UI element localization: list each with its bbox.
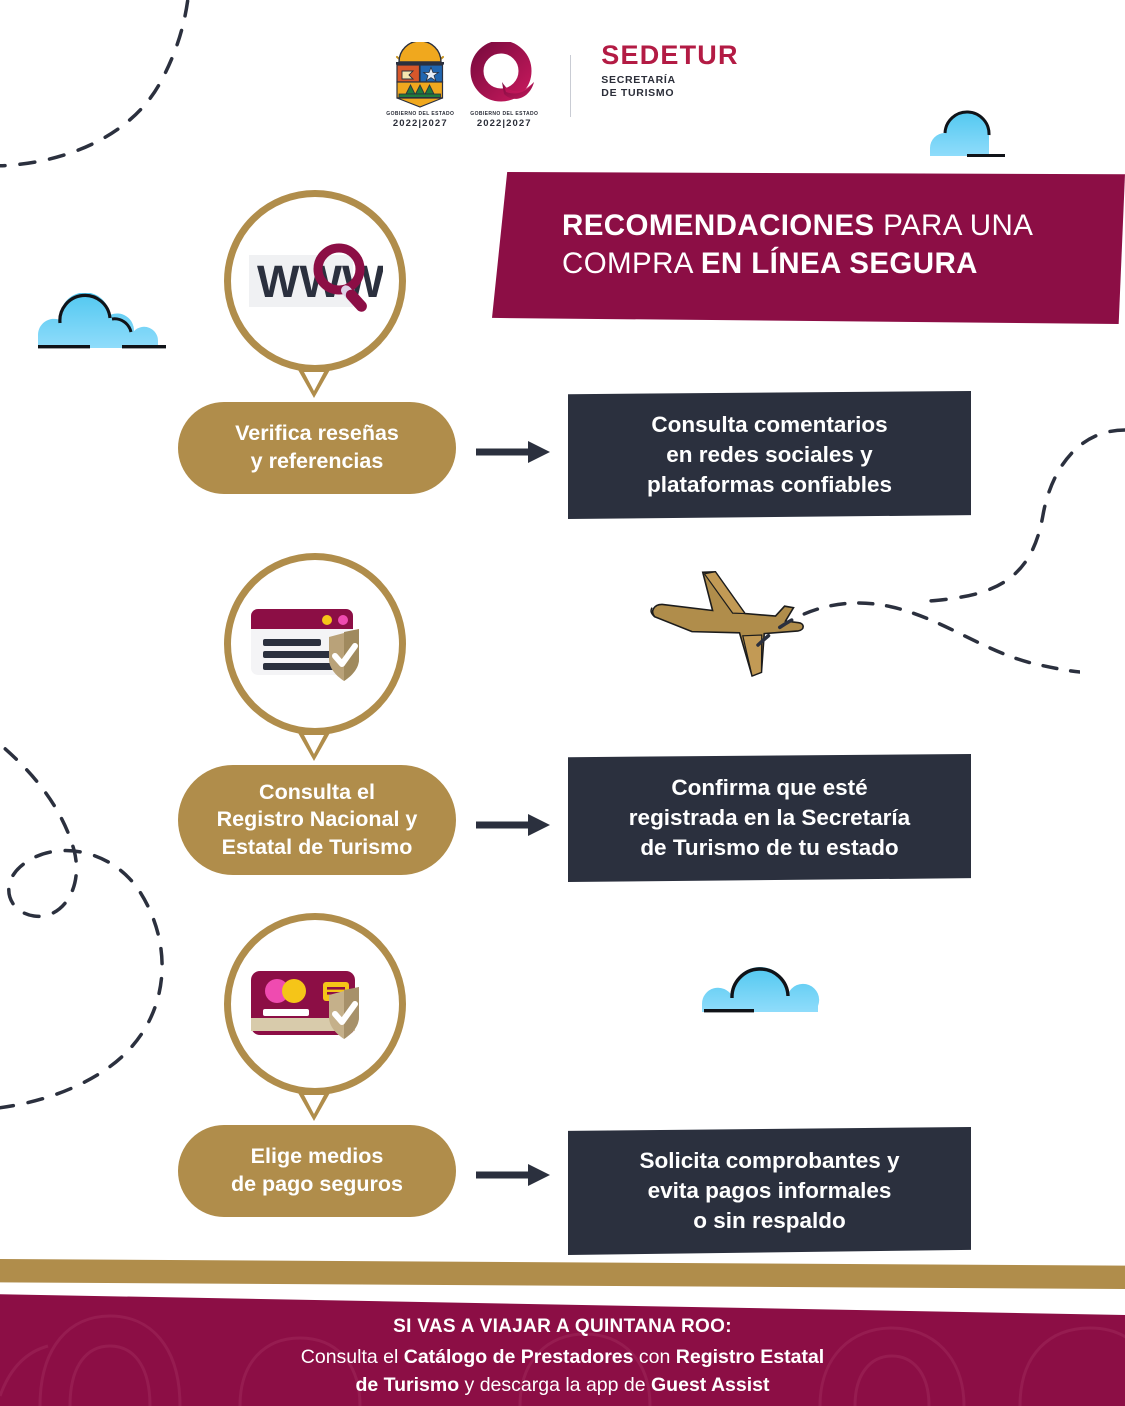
step-3-pill-text: Elige medios de pago seguros bbox=[230, 1144, 404, 1196]
q-caption-small: GOBIERNO DEL ESTADO bbox=[470, 111, 539, 117]
logo-divider bbox=[570, 54, 572, 117]
quintana-roo-state-shield-icon bbox=[396, 42, 445, 108]
step-1-detail-box: Consulta comentarios en redes sociales y… bbox=[568, 391, 971, 519]
q-logo: GOBIERNO DEL ESTADO 2022|2027 bbox=[468, 42, 540, 129]
airplane-with-trail bbox=[650, 570, 1080, 677]
shield-check-icon bbox=[329, 629, 359, 681]
shield-check-icon bbox=[329, 987, 359, 1039]
footer-heading: SI VAS A VIAJAR A QUINTANA ROO: bbox=[393, 1316, 732, 1337]
step-1-pill-label[interactable]: Verifica reseñas y referencias bbox=[178, 402, 456, 494]
quintana-roo-q-logo-icon bbox=[470, 42, 535, 102]
q-years-caption: GOBIERNO DEL ESTADO 2022|2027 bbox=[470, 111, 538, 129]
title-text: RECOMENDACIONES PARA UNA COMPRA EN LÍNEA… bbox=[492, 207, 1033, 290]
footer-line2-b: Catálogo de Prestadores bbox=[403, 1345, 634, 1368]
step-2-icon-bubble bbox=[224, 553, 406, 735]
step-1-icon-bubble: WWW bbox=[224, 190, 406, 372]
step-2-pill-text: Consulta el Registro Nacional y Estatal … bbox=[216, 779, 418, 859]
step-3-detail-text: Solicita comprobantes y evita pagos info… bbox=[639, 1148, 900, 1233]
logo-block: GOBIERNO DEL ESTADO 2022|2027 bbox=[386, 42, 738, 130]
footer-body bbox=[0, 1294, 1125, 1406]
footer-line2-d: Registro Estatal bbox=[675, 1345, 825, 1368]
shield-caption-years: 2022|2027 bbox=[392, 118, 448, 129]
www-search-icon: WWW bbox=[249, 243, 383, 312]
step-2-bubble-tail bbox=[297, 731, 331, 761]
step-1-pill-text: Verifica reseñas y referencias bbox=[235, 421, 399, 473]
arrow-right-icon bbox=[476, 441, 550, 463]
title-line2-light: COMPRA bbox=[562, 247, 701, 280]
brand-name: SEDETUR bbox=[601, 40, 739, 70]
registered-document-shield-icon bbox=[251, 609, 359, 681]
brand-subtitle-line2: DE TURISMO bbox=[601, 87, 675, 100]
arrow-right-icon bbox=[476, 814, 550, 836]
step-1-detail-text: Consulta comentarios en redes sociales y… bbox=[646, 412, 893, 497]
step-1-bubble-tail bbox=[297, 368, 331, 398]
shield-years-caption: GOBIERNO DEL ESTADO 2022|2027 bbox=[386, 111, 454, 129]
step-2-pill-label[interactable]: Consulta el Registro Nacional y Estatal … bbox=[178, 765, 456, 875]
footer-line2-c: con bbox=[633, 1345, 676, 1368]
step-2-detail-text: Confirma que esté registrada en la Secre… bbox=[628, 775, 911, 860]
header: GOBIERNO DEL ESTADO 2022|2027 bbox=[0, 42, 1125, 130]
cloud-top-right-icon bbox=[930, 110, 1005, 157]
dashed-trail-icon bbox=[756, 601, 1080, 674]
title-banner: RECOMENDACIONES PARA UNA COMPRA EN LÍNEA… bbox=[492, 172, 1125, 324]
footer-line3-c: Guest Assist bbox=[651, 1373, 770, 1396]
title-line2-bold: EN LÍNEA SEGURA bbox=[700, 247, 978, 280]
footer: SI VAS A VIAJAR A QUINTANA ROO: Consulta… bbox=[0, 1259, 1125, 1406]
footer-pattern-decor bbox=[0, 1314, 1125, 1406]
footer-line3-b: y descarga la app de bbox=[459, 1373, 652, 1396]
title-line1-light: PARA UNA bbox=[874, 208, 1034, 242]
airplane-icon bbox=[650, 570, 804, 677]
footer-line2-a: Consulta el bbox=[300, 1345, 404, 1368]
brand-subtitle: SECRETARÍA DE TURISMO bbox=[601, 74, 738, 100]
step-3-bubble-tail bbox=[297, 1091, 331, 1121]
step-3-pill-label[interactable]: Elige medios de pago seguros bbox=[178, 1125, 456, 1217]
cloud-middle-icon bbox=[701, 966, 820, 1013]
state-shield-logo: GOBIERNO DEL ESTADO 2022|2027 bbox=[386, 42, 454, 129]
title-line1-bold: RECOMENDACIONES bbox=[562, 208, 875, 242]
dashed-loop-left-icon bbox=[0, 742, 164, 1110]
footer-line3-a: de Turismo bbox=[355, 1373, 460, 1396]
arrow-right-icon bbox=[476, 1164, 550, 1186]
shield-caption-small: GOBIERNO DEL ESTADO bbox=[386, 111, 455, 117]
brand-subtitle-line1: SECRETARÍA bbox=[601, 74, 676, 86]
footer-gold-band bbox=[0, 1259, 1125, 1289]
credit-card-shield-icon bbox=[251, 971, 359, 1039]
cloud-left-icon bbox=[37, 293, 166, 349]
footer-text: SI VAS A VIAJAR A QUINTANA ROO: Consulta… bbox=[0, 1314, 1125, 1399]
step-2-detail-box: Confirma que esté registrada en la Secre… bbox=[568, 754, 971, 882]
brand-text-block: SEDETUR SECRETARÍA DE TURISMO bbox=[601, 42, 738, 100]
step-3-icon-bubble bbox=[224, 913, 406, 1095]
step-3-detail-box: Solicita comprobantes y evita pagos info… bbox=[568, 1127, 971, 1255]
q-caption-years: 2022|2027 bbox=[476, 118, 532, 129]
